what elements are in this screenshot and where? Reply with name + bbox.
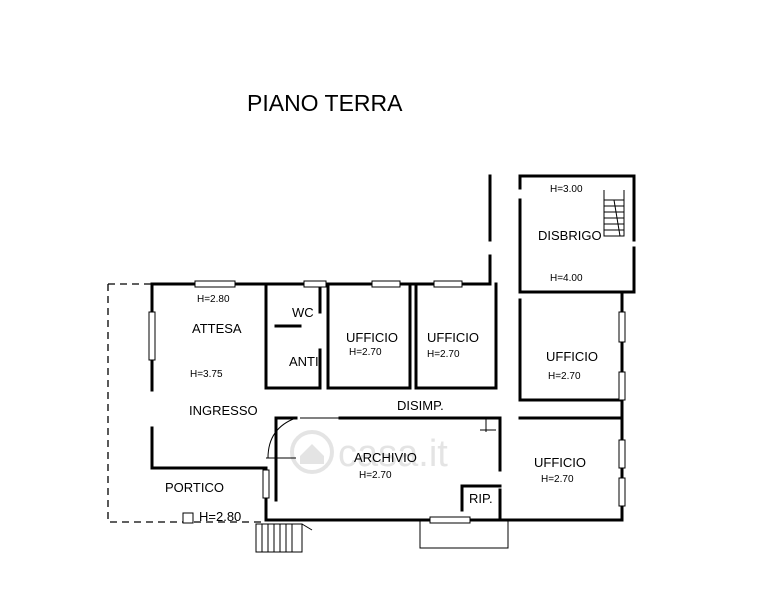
entrance-steps xyxy=(255,523,313,553)
room-attesa-height-top: H=2.80 xyxy=(197,294,230,305)
room-ufficio2-label: UFFICIO xyxy=(427,330,479,345)
windows xyxy=(148,280,626,524)
room-ingresso-label: INGRESSO xyxy=(189,403,258,418)
room-disbrigo-height-top: H=3.00 xyxy=(550,184,583,195)
room-portico-height: H=2.80 xyxy=(199,509,241,524)
watermark-text: casa.it xyxy=(338,433,448,475)
room-attesa-height: H=3.75 xyxy=(190,369,223,380)
portico-outline xyxy=(107,283,264,523)
column-marker xyxy=(182,512,194,524)
room-archivio-height: H=2.70 xyxy=(359,470,392,481)
room-labels: ATTESA H=3.75 H=2.80 WC ANTI UFFICIO H=2… xyxy=(165,184,602,524)
room-ufficio1-height: H=2.70 xyxy=(349,347,382,358)
room-ufficio4-label: UFFICIO xyxy=(534,455,586,470)
door-swings xyxy=(266,417,496,459)
room-ufficio1-label: UFFICIO xyxy=(346,330,398,345)
room-disimp-label: DISIMP. xyxy=(397,398,444,413)
room-wc-label: WC xyxy=(292,305,314,320)
room-ufficio3-label: UFFICIO xyxy=(546,349,598,364)
room-ufficio3-height: H=2.70 xyxy=(548,371,581,382)
room-anti-label: ANTI xyxy=(289,354,319,369)
stairs xyxy=(603,190,625,237)
room-rip-label: RIP. xyxy=(469,491,493,506)
room-ufficio2-height: H=2.70 xyxy=(427,349,460,360)
room-disbrigo-label: DISBRIGO xyxy=(538,228,602,243)
room-portico-label: PORTICO xyxy=(165,480,224,495)
room-ufficio4-height: H=2.70 xyxy=(541,474,574,485)
interior-walls xyxy=(264,282,624,522)
room-attesa-label: ATTESA xyxy=(192,321,242,336)
room-archivio-label: ARCHIVIO xyxy=(354,450,417,465)
plan-title: PIANO TERRA xyxy=(247,90,403,116)
room-disbrigo-height-bottom: H=4.00 xyxy=(550,273,583,284)
watermark: casa.it xyxy=(290,430,448,475)
